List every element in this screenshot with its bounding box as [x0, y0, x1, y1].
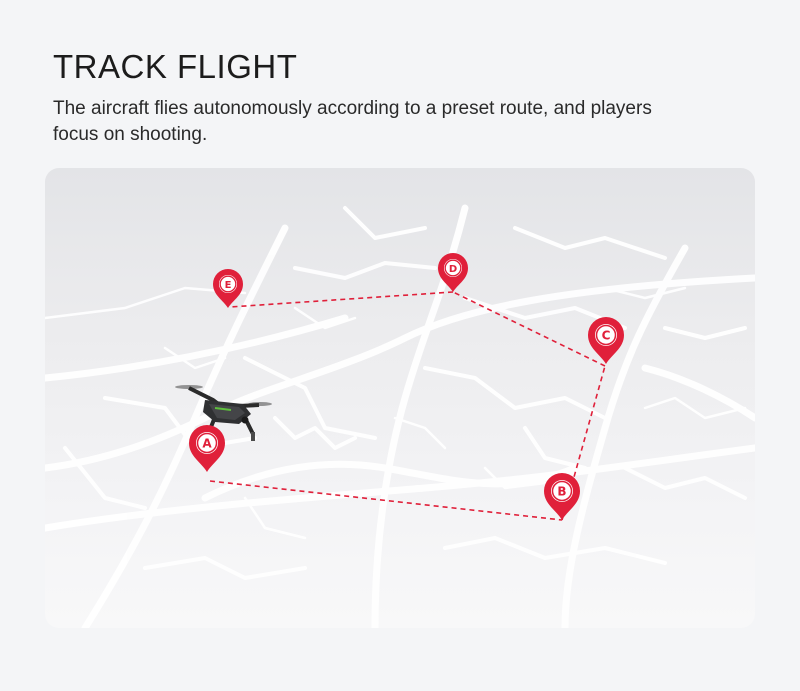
waypoint-label: E: [225, 280, 232, 291]
map-illustration: A B C D: [45, 168, 755, 628]
map-pin-icon: E: [213, 269, 243, 308]
waypoint-label: D: [449, 264, 457, 275]
waypoint-pin-d: D: [438, 253, 468, 292]
street-map: A B C D: [45, 204, 755, 628]
waypoint-pin-e: E: [213, 269, 243, 308]
page-title: TRACK FLIGHT: [53, 48, 298, 85]
waypoint-label: C: [602, 329, 611, 343]
flight-route: [209, 291, 606, 521]
waypoint-pin-b: B: [544, 473, 580, 520]
quadcopter-drone-icon: [175, 385, 272, 444]
map-pin-icon: C: [588, 317, 624, 364]
waypoint-label: B: [557, 485, 566, 499]
waypoint-pin-c: C: [588, 317, 624, 364]
map-pin-icon: B: [544, 473, 580, 520]
map-pin-icon: A: [189, 425, 225, 472]
page-subtitle: The aircraft flies autonomously accordin…: [53, 98, 652, 145]
waypoint-label: A: [202, 437, 212, 451]
waypoint-pin-a: A: [189, 425, 225, 472]
map-pin-icon: D: [438, 253, 468, 292]
map-streets: [45, 204, 755, 628]
